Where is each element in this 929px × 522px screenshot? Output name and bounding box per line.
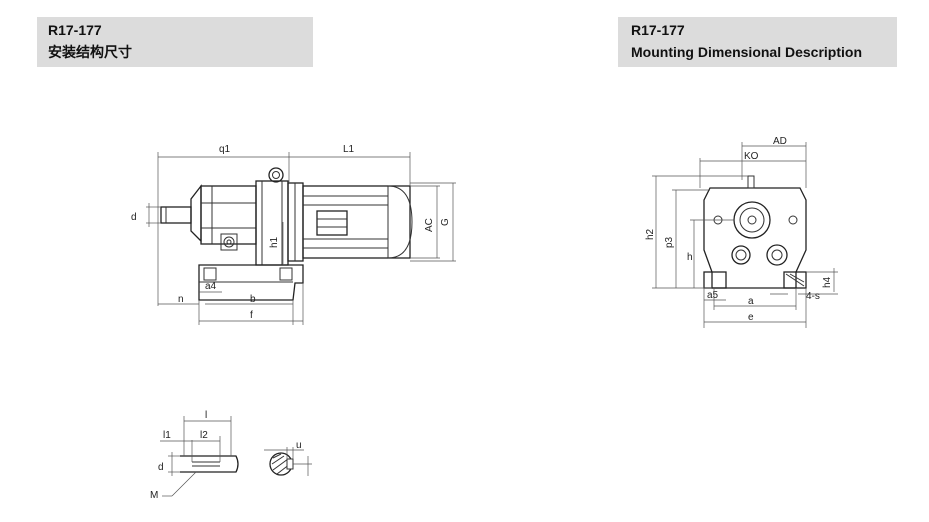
main-bore [733, 201, 771, 239]
header-left: R17-177 安装结构尺寸 [37, 17, 313, 67]
side-view: q1 L1 d h1 AC G a4 n b [131, 144, 456, 325]
lifting-eye [268, 167, 284, 183]
label-l: l [205, 410, 207, 421]
label-f: f [250, 310, 253, 321]
label-h4: h4 [822, 276, 833, 288]
label-l1: l1 [163, 430, 171, 441]
gearbox-nose [190, 184, 202, 243]
label-u: u [296, 440, 302, 451]
label-AC: AC [424, 218, 435, 232]
label-G: G [440, 218, 451, 226]
label-d-detail: d [158, 462, 164, 473]
label-AD: AD [773, 136, 787, 147]
gearbox-housing [200, 185, 257, 245]
label-n: n [178, 294, 184, 305]
label-M: M [150, 490, 158, 501]
motor-body [302, 185, 411, 259]
header-left-code: R17-177 [48, 22, 102, 38]
label-a4: a4 [205, 281, 217, 292]
header-right: R17-177 Mounting Dimensional Description [618, 17, 897, 67]
label-h1: h1 [269, 236, 280, 248]
label-h2: h2 [645, 228, 656, 240]
label-KO: KO [744, 151, 759, 162]
label-p3: p3 [664, 236, 675, 248]
label-a: a [748, 296, 754, 307]
label-q1: q1 [219, 144, 231, 155]
label-d: d [131, 212, 137, 223]
label-l2: l2 [200, 430, 208, 441]
label-h: h [687, 252, 693, 263]
label-a5: a5 [707, 290, 719, 301]
motor-fan-cover [387, 185, 413, 259]
shaft-end-profile [180, 455, 239, 473]
terminal-box [316, 210, 348, 236]
header-right-code: R17-177 [631, 22, 685, 38]
label-e: e [748, 312, 754, 323]
front-view: AD KO h2 p3 h h4 a5 a 4-s [645, 136, 838, 328]
header-left-title: 安装结构尺寸 [48, 44, 132, 60]
header-right-title: Mounting Dimensional Description [631, 44, 863, 60]
label-4-s: 4-s [806, 291, 820, 302]
label-b: b [250, 294, 256, 305]
label-L1: L1 [343, 144, 355, 155]
shaft-detail: l l1 l2 d M u [150, 410, 312, 501]
